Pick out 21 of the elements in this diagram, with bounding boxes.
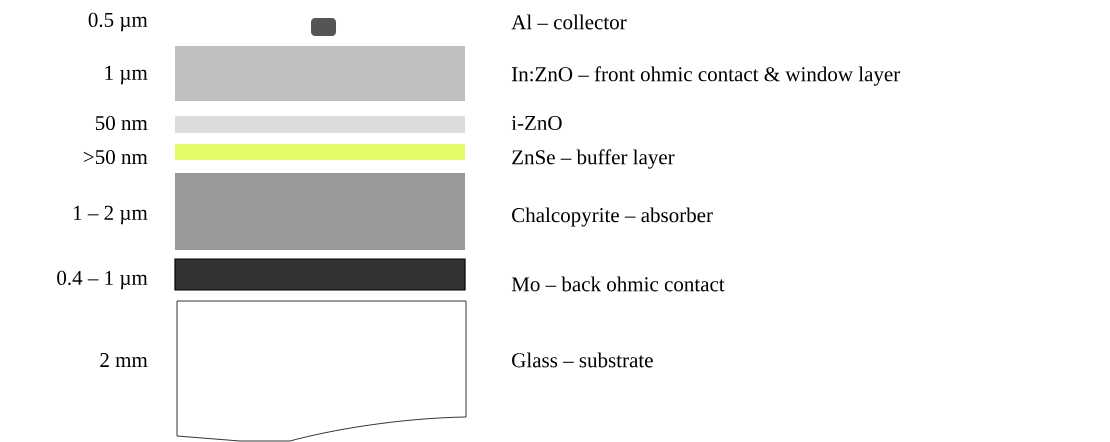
- layer-box: [175, 46, 465, 101]
- layer-label: Chalcopyrite – absorber: [512, 207, 713, 227]
- thickness-label: 50 nm: [95, 115, 148, 131]
- layer-label: Al – collector: [511, 14, 627, 30]
- substrate-box: [176, 300, 467, 442]
- layer-box: [175, 144, 465, 160]
- layer-label: Mo – back ohmic contact: [511, 276, 725, 292]
- thickness-label: 1 – 2 µm: [73, 205, 148, 225]
- layer-label: i-ZnO: [511, 115, 562, 131]
- thickness-label: 0.4 – 1 µm: [57, 270, 148, 290]
- layer-box: [174, 258, 466, 291]
- layer-box: [175, 173, 465, 250]
- collector-pad: [311, 18, 336, 36]
- layer-box: [175, 116, 465, 133]
- layer-label: Glass – substrate: [512, 352, 653, 368]
- layer-label: ZnSe – buffer layer: [512, 149, 675, 169]
- thickness-label: >50 nm: [83, 149, 148, 165]
- layer-label: In:ZnO – front ohmic contact & window layer: [511, 66, 901, 86]
- thickness-label: 0.5 µm: [88, 12, 148, 32]
- thickness-label: 2 mm: [100, 353, 148, 367]
- thickness-label: 1 µm: [105, 65, 148, 85]
